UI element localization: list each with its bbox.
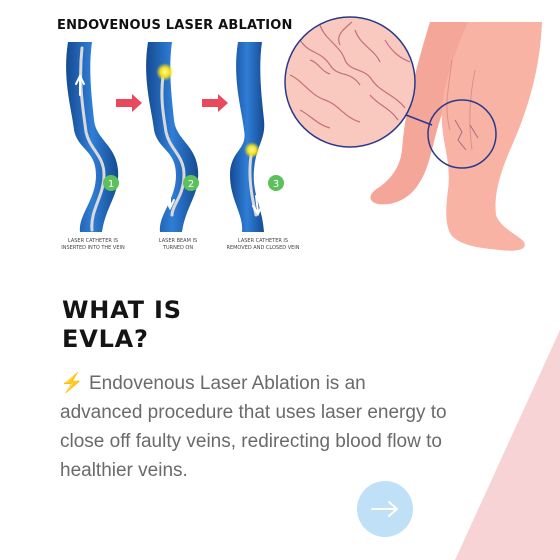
page-heading: WHAT IS EVLA? [62, 296, 182, 353]
step-3-badge [268, 175, 284, 191]
step-3-number: 3 [273, 179, 279, 190]
magnifier [284, 16, 497, 169]
description-text: ⚡ Endovenous Laser Ablation is an advanc… [60, 373, 447, 481]
legs-illustration [370, 22, 542, 251]
arrow-right-icon [371, 501, 398, 517]
vein-step-1: 1 [66, 42, 119, 232]
step-2-badge [183, 175, 199, 191]
lightning-bolt-icon: ⚡ [60, 373, 84, 394]
step-1-caption: LASER CATHETER IS INSERTED INTO THE VEIN [61, 238, 125, 251]
laser-glow [244, 142, 260, 158]
next-button[interactable] [357, 481, 413, 537]
vein-step-3: 3 [230, 42, 284, 232]
evla-illustration: 1 2 3 [66, 16, 542, 251]
step-3-caption: LASER CATHETER IS REMOVED AND CLOSED VEI… [226, 238, 300, 251]
step-1-badge [103, 175, 119, 191]
laser-glow [156, 63, 174, 81]
step-2-number: 2 [188, 179, 194, 190]
step-1-number: 1 [108, 179, 114, 190]
vein-step-2: 2 [146, 42, 199, 232]
red-arrow-icon [116, 94, 142, 112]
step-2-caption: LASER BEAM IS TURNED ON [158, 238, 198, 251]
red-arrow-icon [202, 94, 228, 112]
diagram-title: ENDOVENOUS LASER ABLATION [57, 18, 293, 33]
